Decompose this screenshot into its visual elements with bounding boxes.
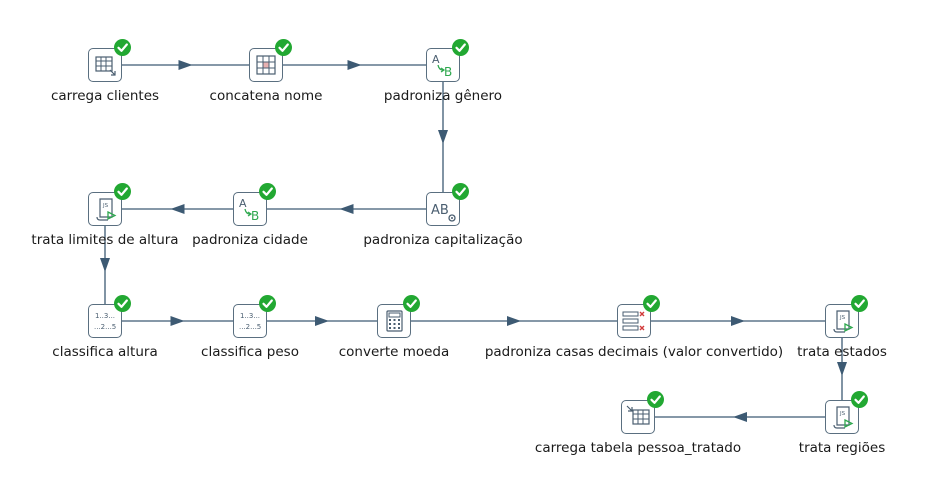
hop-arrow-icon — [315, 316, 329, 326]
step-label: carrega tabela pessoa_tratado — [534, 440, 742, 456]
step-label: carrega clientes — [50, 88, 160, 104]
step-label: trata limites de altura — [31, 232, 179, 248]
step-label: converte moeda — [338, 344, 450, 360]
step-label: concatena nome — [209, 88, 323, 104]
success-check-icon — [647, 391, 664, 408]
success-check-icon — [643, 295, 660, 312]
step-s1[interactable] — [88, 39, 131, 82]
number-range-icon: 1..3... ...2...5 — [233, 304, 267, 338]
step-label: classifica peso — [201, 344, 299, 360]
step-label: trata estados — [797, 344, 887, 360]
success-check-icon — [259, 295, 276, 312]
success-check-icon — [452, 183, 469, 200]
step-label: padroniza casas decimais (valor converti… — [484, 344, 784, 360]
svg-text:B: B — [251, 209, 259, 223]
hop-arrow-icon — [507, 316, 521, 326]
svg-text:1..3...: 1..3... — [95, 312, 115, 320]
svg-text:JS: JS — [839, 315, 846, 321]
step-s9[interactable] — [377, 295, 420, 338]
step-s8[interactable]: 1..3... ...2...5 — [233, 295, 276, 338]
javascript-icon: JS — [825, 400, 859, 434]
string-operations-icon: AB — [426, 192, 460, 226]
hop-arrow-icon — [170, 316, 185, 326]
hop-arrow-icon — [347, 60, 362, 70]
step-label: padroniza cidade — [192, 232, 308, 248]
hop-arrow-icon — [178, 60, 193, 70]
svg-text:B: B — [444, 65, 452, 79]
hop-arrow-icon — [170, 204, 185, 214]
step-s4[interactable]: AB — [426, 183, 469, 226]
hop-arrow-icon — [339, 204, 354, 214]
success-check-icon — [259, 183, 276, 200]
javascript-icon: JS — [88, 192, 122, 226]
step-s12[interactable]: JS — [825, 391, 868, 434]
success-check-icon — [452, 39, 469, 56]
hop-arrow-icon — [731, 316, 745, 326]
svg-text:A: A — [239, 197, 247, 210]
svg-text:AB: AB — [431, 203, 449, 218]
step-s10[interactable] — [617, 295, 660, 338]
step-s7[interactable]: 1..3... ...2...5 — [88, 295, 131, 338]
success-check-icon — [403, 295, 420, 312]
svg-text:...2...5: ...2...5 — [94, 323, 116, 331]
svg-text:A: A — [432, 53, 440, 66]
step-label: padroniza capitalização — [363, 232, 523, 248]
step-label: classifica altura — [52, 344, 158, 360]
success-check-icon — [114, 183, 131, 200]
svg-text:JS: JS — [102, 203, 109, 209]
hops-layer — [100, 60, 847, 422]
success-check-icon — [114, 39, 131, 56]
step-s2[interactable] — [249, 39, 292, 82]
success-check-icon — [114, 295, 131, 312]
hop-arrow-icon — [733, 412, 747, 422]
svg-text:JS: JS — [839, 411, 846, 417]
step-label: padroniza gênero — [383, 88, 503, 104]
hop-arrow-icon — [438, 130, 448, 144]
step-s6[interactable]: JS — [88, 183, 131, 226]
success-check-icon — [275, 39, 292, 56]
success-check-icon — [851, 295, 868, 312]
hop-arrow-icon — [837, 362, 847, 376]
svg-text:1..3...: 1..3... — [240, 312, 260, 320]
hop-arrow-icon — [100, 258, 110, 272]
step-s13[interactable] — [621, 391, 664, 434]
step-label: trata regiões — [798, 440, 886, 456]
svg-text:...2...5: ...2...5 — [239, 323, 261, 331]
step-s11[interactable]: JS — [825, 295, 868, 338]
success-check-icon — [851, 391, 868, 408]
